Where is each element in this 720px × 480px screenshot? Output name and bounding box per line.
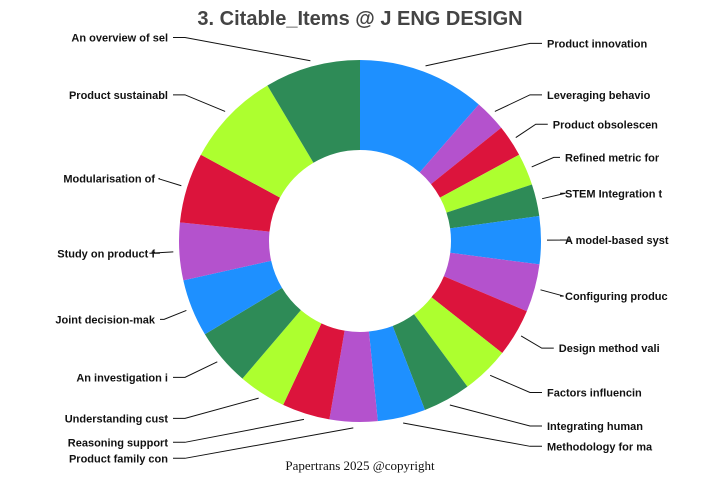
label-leader-line [173,397,259,419]
label-leader-line [542,192,566,200]
donut-slice [329,330,378,422]
donut-slice [431,127,520,198]
label-leader-line [494,94,542,112]
label-leader-line [173,427,354,459]
donut-slice [419,104,502,185]
label-leader-line [520,335,554,349]
donut-slice [267,60,360,163]
donut-slice [179,154,280,232]
donut-slice [283,323,345,420]
donut-slice [360,60,479,173]
slice-label: Product family con [69,453,168,465]
slice-label: An overview of sel [71,33,168,45]
donut-slice [179,222,272,281]
slice-label: Integrating human [547,421,643,433]
copyright-footer: Papertrans 2025 @copyright [285,458,435,473]
label-leader-line [160,309,187,320]
donut-slice [368,325,425,422]
slice-label: Leveraging behavio [547,90,651,102]
donut-slice [443,252,540,312]
chart-title: 3. Citable_Items @ J ENG DESIGN [197,8,522,30]
slice-label: Understanding cust [65,413,169,425]
slice-label: STEM Integration t [565,188,663,200]
donut-slice [414,297,503,387]
donut-slice [183,260,283,335]
slice-label: Product obsolescen [553,119,658,131]
label-leader-line [425,42,542,67]
slice-label: Configuring produc [565,291,668,303]
donut-slice [242,310,322,405]
label-leader-line [173,418,305,443]
label-leader-line [403,422,542,447]
slice-label: Refined metric for [565,152,660,164]
donut-slices [179,60,541,422]
slice-label: An investigation i [76,372,168,384]
label-leader-line [531,156,560,168]
label-leader-line [173,361,218,378]
slice-label: Methodology for ma [547,441,653,453]
label-leader-line [173,37,311,62]
label-leader-line [173,94,226,112]
slice-label: Factors influencin [547,388,642,400]
slice-label: Product sustainabl [69,90,168,102]
slice-label: Study on product f [57,248,155,260]
slice-label: A model-based syst [565,235,669,247]
label-leader-line [515,123,548,138]
label-leader-line [489,374,542,394]
donut-slice [392,314,468,410]
label-leader-line [158,178,182,187]
donut-slice [450,215,541,265]
slice-label: Modularisation of [63,174,155,186]
leader-lines [149,37,572,459]
donut-slice [204,287,301,379]
slice-label: Joint decision-mak [55,314,156,326]
label-leader-line [540,289,564,297]
donut-slice [446,184,540,229]
label-leader-line [149,251,174,254]
label-leader-line [449,404,542,427]
slice-label: Reasoning support [68,437,169,449]
slice-label: Design method vali [559,343,660,355]
donut-slice [431,276,527,353]
donut-slice [440,154,532,213]
slice-label: Product innovation [547,38,648,50]
donut-slice [200,85,314,198]
